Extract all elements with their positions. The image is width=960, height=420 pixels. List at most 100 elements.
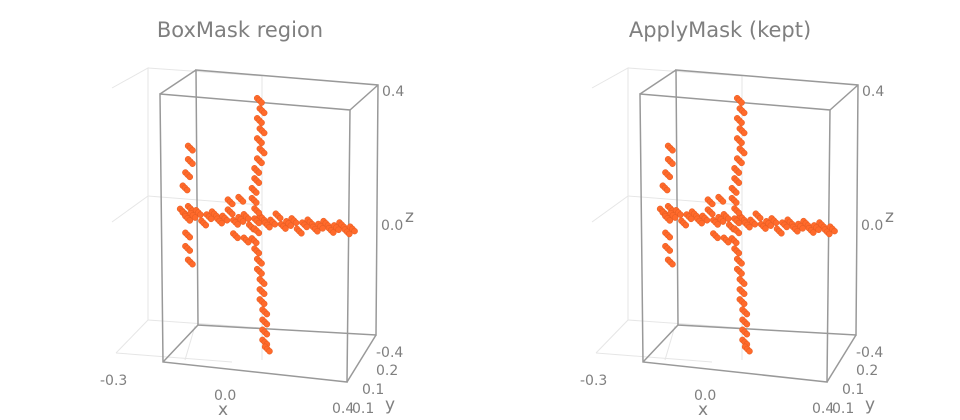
data-point [258, 119, 265, 126]
data-point [260, 129, 268, 137]
grid [111, 67, 263, 363]
data-point [183, 186, 191, 194]
box-edge [826, 334, 857, 383]
data-point [714, 221, 721, 228]
data-point [260, 300, 268, 308]
data-point [669, 160, 676, 167]
data-point [186, 233, 194, 241]
data-point [746, 347, 753, 355]
data-point [740, 149, 748, 157]
data-point [266, 347, 273, 355]
data-point [239, 218, 247, 225]
y-tick-label: 0.1 [842, 382, 864, 398]
chart-title: BoxMask region [157, 18, 323, 42]
data-point [266, 223, 273, 231]
data-point [218, 219, 225, 227]
data-point [709, 200, 716, 208]
box-edge [159, 69, 197, 95]
y-tick-label: 0.1 [362, 382, 384, 398]
data-point [186, 217, 194, 224]
data-point [738, 119, 745, 126]
data-point [189, 160, 196, 167]
data-point [239, 198, 247, 205]
x-tick-label: -0.3 [580, 373, 607, 389]
data-point [346, 230, 353, 238]
data-point [735, 229, 743, 237]
data-point [303, 223, 310, 231]
z-tick-label: 0.4 [382, 84, 404, 100]
data-point [186, 173, 194, 181]
z-tick-label: 0.0 [381, 218, 403, 234]
data-point [738, 260, 745, 267]
data-point [253, 239, 260, 247]
data-point [738, 270, 745, 277]
y-tick-label: 0.2 [376, 363, 398, 379]
data-point [826, 230, 833, 238]
y-tick-label: 0.1 [352, 401, 374, 417]
data-point [282, 225, 289, 232]
data-point [351, 227, 358, 235]
data-point [255, 179, 263, 187]
data-point [260, 280, 268, 287]
scatter-points [656, 94, 838, 355]
scatter-points [176, 94, 358, 355]
data-point [223, 217, 231, 224]
data-point [719, 218, 727, 225]
data-point [330, 229, 337, 236]
data-point [783, 223, 790, 231]
x-tick-label: 0.4 [332, 401, 354, 417]
x-axis-label: x [698, 400, 708, 420]
data-point [714, 234, 721, 242]
data-point [255, 229, 263, 237]
z-axis-label: z [885, 207, 894, 227]
y-tick-label: 0.1 [832, 401, 854, 417]
data-point [260, 109, 268, 117]
box-edge [346, 334, 377, 383]
y-tick-label: 0.2 [856, 363, 878, 379]
data-point [735, 169, 743, 176]
data-point [234, 234, 241, 242]
data-point [276, 214, 284, 222]
data-point [335, 226, 342, 234]
data-point [738, 139, 745, 147]
data-point [677, 211, 684, 218]
data-point [253, 189, 260, 196]
bounding-box [639, 69, 859, 383]
chart-panel-applymask: ApplyMask (kept) 0.4 0.0 -0.4 z -0.3 0.0 [580, 18, 894, 420]
grid-line-z0-left [111, 195, 149, 223]
x-tick-label: 0.4 [812, 401, 834, 417]
data-point [234, 221, 241, 228]
data-point [831, 227, 838, 235]
data-point [271, 221, 279, 228]
data-point [263, 320, 271, 328]
data-point [669, 260, 676, 268]
data-point [663, 186, 671, 194]
data-point [810, 229, 817, 236]
back-wall-top-edge [147, 67, 263, 77]
data-point [733, 239, 740, 247]
data-point [292, 219, 300, 227]
data-point [762, 225, 769, 232]
back-wall-top-edge [627, 67, 743, 77]
data-point [772, 219, 780, 227]
data-point [740, 280, 748, 287]
bounding-box [159, 69, 379, 383]
data-point [258, 260, 265, 267]
data-point [738, 99, 745, 106]
data-point [698, 219, 705, 227]
grid-line-floor-x [664, 325, 676, 361]
chart-title: ApplyMask (kept) [629, 18, 811, 42]
data-point [725, 215, 732, 222]
grid-line-floor-front [595, 352, 713, 363]
data-point [709, 210, 716, 218]
data-point [746, 223, 753, 231]
box-edge [639, 69, 677, 95]
chart-panel-boxmask: BoxMask region 0.4 0.0 -0.4 z [100, 18, 414, 420]
grid-line-floor-back [627, 319, 743, 329]
data-point [669, 147, 676, 154]
data-point [255, 209, 263, 217]
data-point [258, 99, 265, 106]
data-point [682, 221, 690, 229]
z-tick-label: -0.4 [856, 345, 883, 361]
z-tick-label: 0.0 [861, 218, 883, 234]
